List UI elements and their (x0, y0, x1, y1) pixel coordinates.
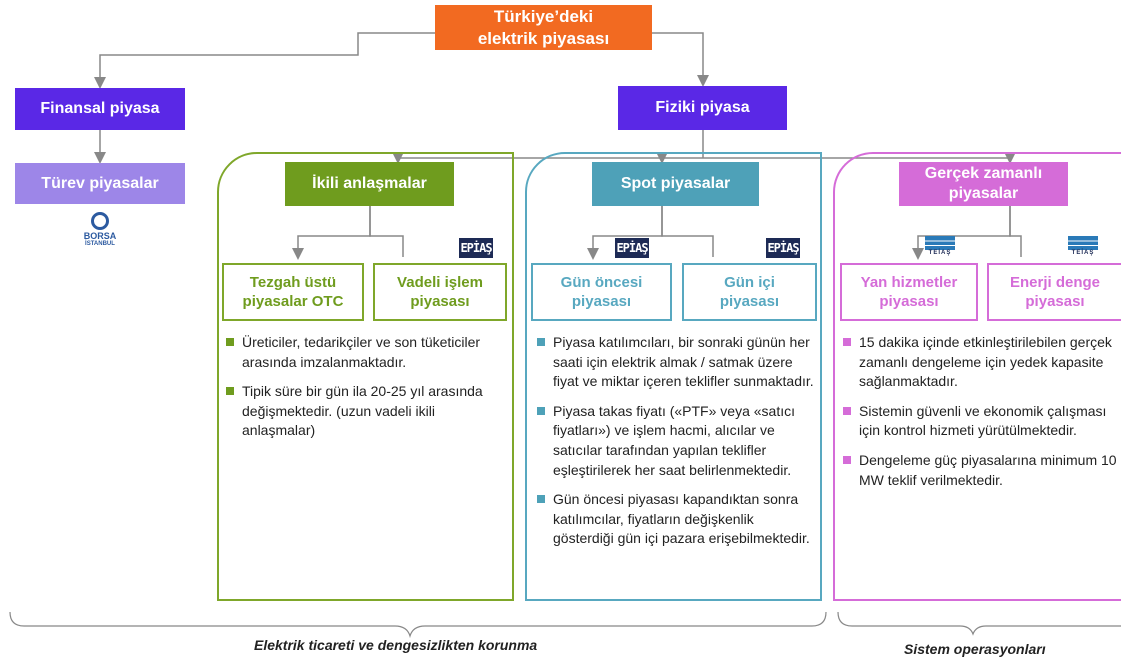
intraday-market-box: Gün içi piyasası (682, 263, 817, 321)
epias-logo-intraday: EPİAŞ (766, 238, 800, 258)
caption-trading-hedging: Elektrik ticareti ve dengesizlikten koru… (254, 637, 538, 653)
list-item: Piyasa takas fiyatı («PTF» veya «satıcı … (537, 402, 817, 480)
teias-logo-ancillary: TEİAŞ (925, 236, 955, 256)
list-item: Dengeleme güç piyasalarına minimum 10 MW… (843, 451, 1119, 490)
borsa-istanbul-icon (91, 212, 109, 230)
brace-right (837, 611, 1121, 636)
ancillary-services-market-box: Yan hizmetler piyasası (840, 263, 978, 321)
connector-root-financial (94, 32, 435, 89)
list-item: Gün öncesi piyasası kapandıktan sonra ka… (537, 490, 817, 549)
brace-left (9, 611, 827, 639)
list-item: Sistemin güvenli ve ekonomik çalışması i… (843, 402, 1119, 441)
bilateral-panel (217, 152, 514, 601)
spot-markets-node: Spot piyasalar (592, 162, 759, 206)
realtime-panel (833, 152, 1121, 601)
otc-market-box: Tezgah üstü piyasalar OTC (222, 263, 364, 321)
spot-panel (525, 152, 822, 601)
list-item: Üreticiler, tedarikçiler ve son tüketici… (226, 333, 510, 372)
connector-root-physical (652, 32, 709, 87)
list-item: Tipik süre bir gün ila 20-25 yıl arasınd… (226, 382, 510, 441)
teias-icon (925, 236, 955, 250)
realtime-bullets: 15 dakika içinde etkinleştirilebilen ger… (843, 333, 1119, 500)
physical-market-node: Fiziki piyasa (618, 86, 787, 130)
day-ahead-market-box: Gün öncesi piyasası (531, 263, 672, 321)
list-item: Piyasa katılımcıları, bir sonraki günün … (537, 333, 817, 392)
list-item: 15 dakika içinde etkinleştirilebilen ger… (843, 333, 1119, 392)
root-node: Türkiye’deki elektrik piyasası (435, 5, 652, 50)
futures-market-box: Vadeli işlem piyasası (373, 263, 507, 321)
teias-icon (1068, 236, 1098, 250)
borsa-istanbul-logo: BORSA İSTANBUL (80, 212, 120, 248)
epias-logo-day-ahead: EPİAŞ (615, 238, 649, 258)
bilateral-bullets: Üreticiler, tedarikçiler ve son tüketici… (226, 333, 510, 451)
bilateral-agreements-node: İkili anlaşmalar (285, 162, 454, 206)
caption-system-operations: Sistem operasyonları (904, 641, 1046, 657)
derivative-markets-node: Türev piyasalar (15, 163, 185, 204)
epias-logo-bilateral: EPİAŞ (459, 238, 493, 258)
balancing-power-market-box: Enerji denge piyasası (987, 263, 1121, 321)
spot-bullets: Piyasa katılımcıları, bir sonraki günün … (537, 333, 817, 559)
realtime-markets-node: Gerçek zamanlı piyasalar (899, 162, 1068, 206)
teias-logo-balancing: TEİAŞ (1068, 236, 1098, 256)
financial-market-node: Finansal piyasa (15, 88, 185, 130)
